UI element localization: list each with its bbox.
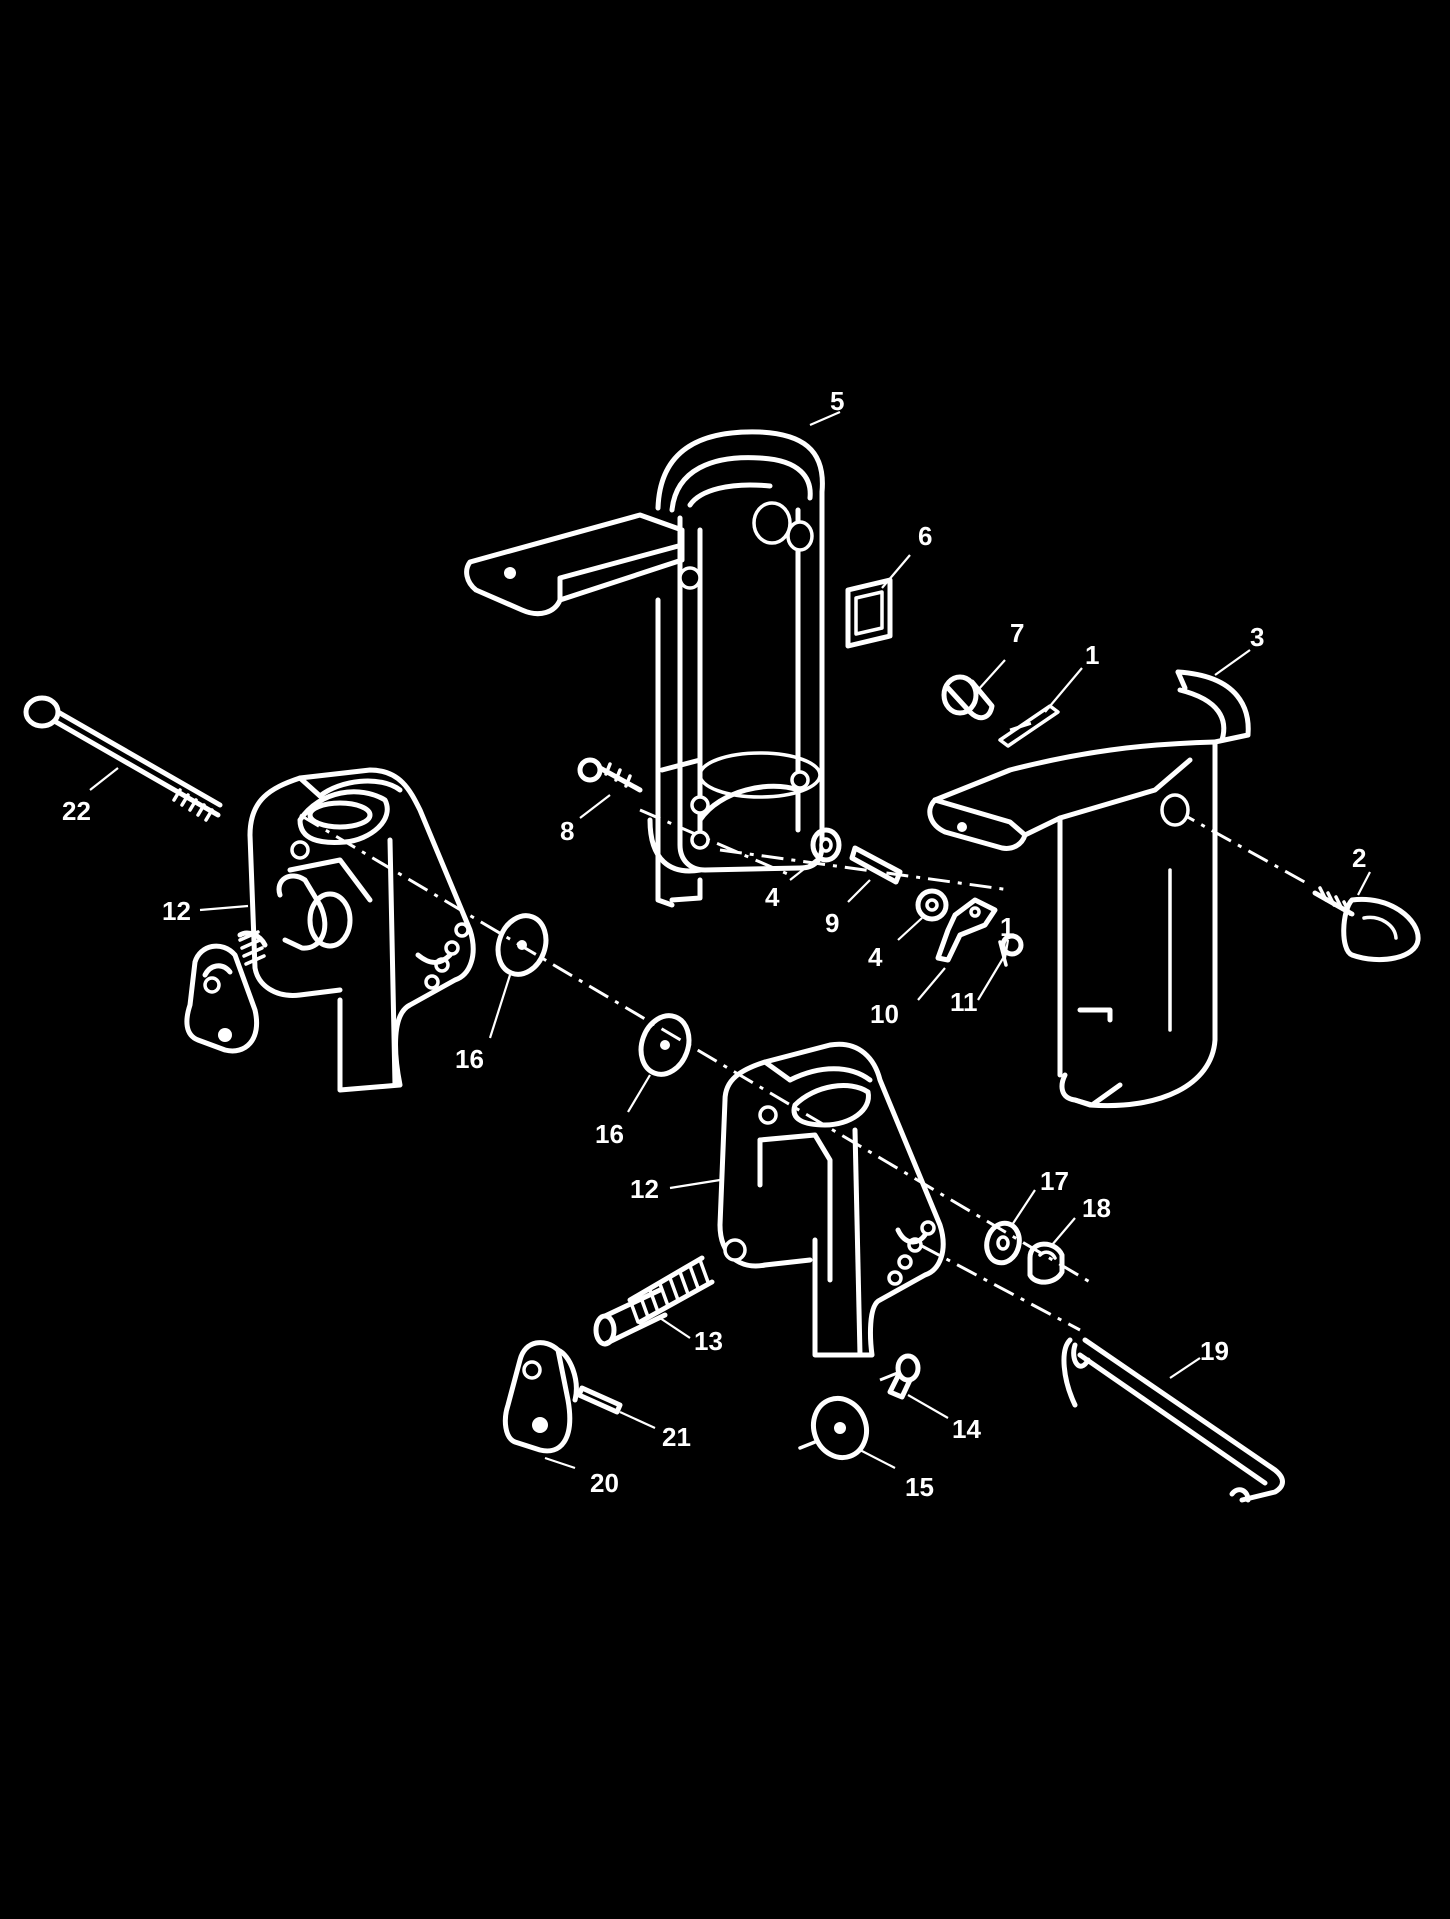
leader-12a xyxy=(199,904,249,912)
callout-3: 3 xyxy=(1250,622,1264,652)
leader-12b xyxy=(669,1178,721,1190)
collar-part-4-upper xyxy=(810,827,842,863)
leader-9 xyxy=(847,879,871,903)
callout-2: 2 xyxy=(1352,843,1366,873)
clamp-bolt-part-22 xyxy=(23,695,223,822)
leader-21 xyxy=(619,1410,656,1430)
callout-1: 1 xyxy=(1000,912,1014,942)
collar-part-4-lower xyxy=(915,888,949,922)
callout-20: 20 xyxy=(590,1468,619,1498)
callout-4: 4 xyxy=(868,942,883,972)
leader-4a xyxy=(789,857,819,881)
leader-20 xyxy=(544,1456,576,1470)
callout-13: 13 xyxy=(694,1326,723,1356)
leader-lines xyxy=(89,410,1371,1470)
callout-labels: 5 6 7 1 3 22 8 2 12 4 9 4 1 10 11 16 16 … xyxy=(62,386,1366,1502)
bolt-part-8 xyxy=(577,757,643,793)
axis-tilt-pin-lower xyxy=(719,848,1011,892)
callout-14: 14 xyxy=(952,1414,981,1444)
leader-18 xyxy=(1051,1217,1076,1246)
callout-10: 10 xyxy=(870,999,899,1029)
callout-12: 12 xyxy=(630,1174,659,1204)
axis-tilt-rod xyxy=(919,1243,1081,1332)
leader-4b xyxy=(897,917,923,941)
screw-part-14 xyxy=(887,1353,921,1400)
plate-part-6 xyxy=(845,577,893,649)
callout-8: 8 xyxy=(560,816,574,846)
tilt-rod-part-19 xyxy=(1061,1337,1285,1503)
callout-6: 6 xyxy=(918,521,932,551)
axis-swivel-bolt xyxy=(1174,808,1311,887)
leader-2 xyxy=(1357,871,1371,896)
callout-16: 16 xyxy=(595,1119,624,1149)
washer-part-17 xyxy=(984,1220,1022,1266)
spring-part-13 xyxy=(593,1255,715,1347)
clamp-bracket-part-12-right xyxy=(717,1041,946,1358)
bushing-part-7 xyxy=(941,674,995,721)
callout-9: 9 xyxy=(825,908,839,938)
axis-tilt-pin-upper xyxy=(639,808,791,877)
leader-3 xyxy=(1214,649,1251,676)
pin-part-21 xyxy=(576,1385,623,1415)
washer-part-11 xyxy=(1000,933,1024,957)
leader-15 xyxy=(859,1449,896,1469)
leader-16a xyxy=(488,974,512,1039)
leader-22 xyxy=(89,767,119,791)
callout-18: 18 xyxy=(1082,1193,1111,1223)
cotter-pin-part-1-upper xyxy=(998,704,1060,748)
callout-7: 7 xyxy=(1010,618,1024,648)
callout-15: 15 xyxy=(905,1472,934,1502)
leader-16b xyxy=(627,1074,651,1113)
leader-1b xyxy=(1003,939,1010,959)
callout-1: 1 xyxy=(1085,640,1099,670)
leader-8 xyxy=(579,794,611,819)
leader-14 xyxy=(907,1394,949,1419)
leader-1a xyxy=(1044,667,1083,713)
callout-16: 16 xyxy=(455,1044,484,1074)
handle-part-20 xyxy=(502,1340,579,1454)
stopper-part-15 xyxy=(798,1395,869,1461)
axis-stopper xyxy=(879,1368,906,1382)
swivel-bolt-part-2 xyxy=(1312,886,1421,963)
callout-22: 22 xyxy=(62,796,91,826)
leader-17 xyxy=(1011,1189,1036,1226)
washer-part-16-lower xyxy=(638,1013,692,1077)
leader-5 xyxy=(809,410,841,427)
axis-clamp-bolt xyxy=(299,813,1096,1287)
nut-part-18 xyxy=(1027,1241,1065,1285)
latch-clip-part-10 xyxy=(935,897,998,963)
swivel-bracket-part-5 xyxy=(464,429,825,908)
callout-4: 4 xyxy=(765,882,780,912)
callout-19: 19 xyxy=(1200,1336,1229,1366)
leader-7 xyxy=(977,659,1006,691)
leader-19 xyxy=(1169,1357,1201,1379)
leader-13 xyxy=(659,1317,691,1339)
callout-5: 5 xyxy=(830,386,844,416)
callout-12: 12 xyxy=(162,896,191,926)
leader-10 xyxy=(917,967,946,1001)
washer-part-16-upper xyxy=(495,913,549,977)
callout-21: 21 xyxy=(662,1422,691,1452)
clamp-bracket-part-12-left xyxy=(184,767,476,1093)
leader-11 xyxy=(977,954,1006,1001)
leader-6 xyxy=(881,554,911,589)
callout-11: 11 xyxy=(950,987,978,1017)
lower-housing-part-3 xyxy=(927,669,1251,1109)
callout-17: 17 xyxy=(1040,1166,1069,1196)
tube-part-9 xyxy=(849,845,903,885)
